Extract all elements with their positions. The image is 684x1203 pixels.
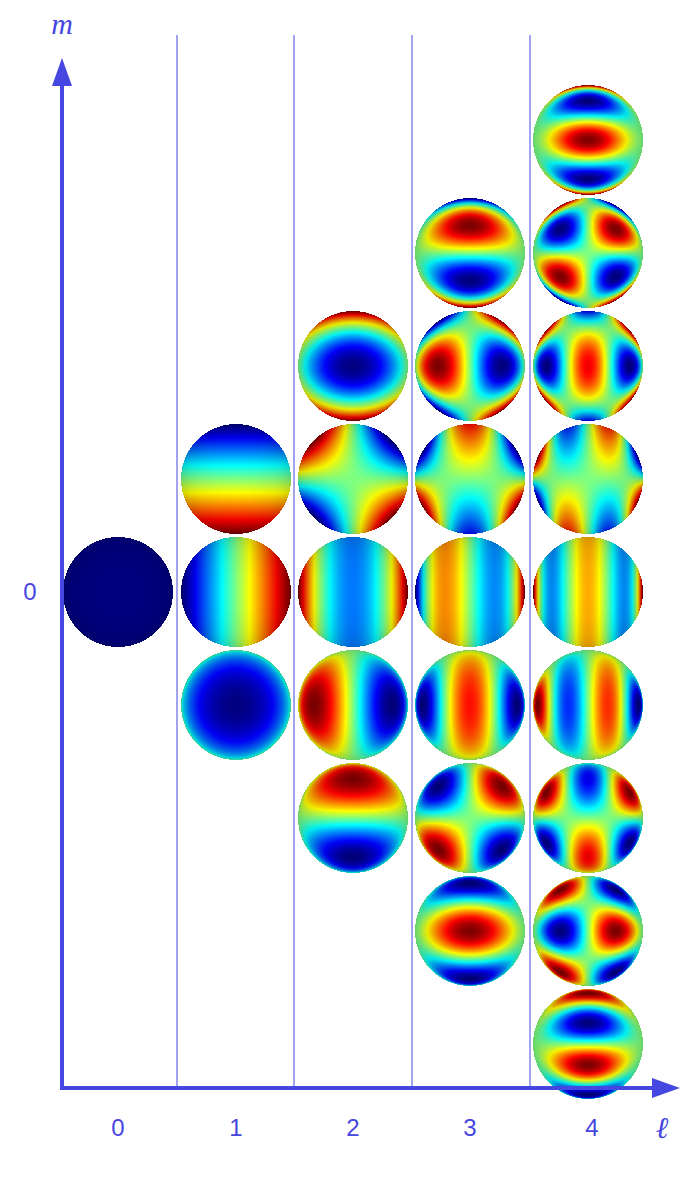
m-axis (60, 80, 64, 1088)
harmonic-sphere (297, 536, 409, 648)
harmonic-sphere (532, 197, 644, 309)
tick-label: 2 (346, 1116, 359, 1140)
harmonic-sphere (414, 762, 526, 874)
axis-label: m (51, 9, 73, 39)
harmonic-sphere (180, 649, 292, 761)
tick-label: 0 (111, 1116, 124, 1140)
harmonic-sphere (414, 649, 526, 761)
tick-label: 3 (463, 1116, 476, 1140)
l-arrowhead (652, 1078, 680, 1098)
harmonic-sphere (414, 536, 526, 648)
harmonic-sphere (532, 762, 644, 874)
divider-line (294, 35, 295, 1088)
harmonic-sphere (180, 536, 292, 648)
axis-label: ℓ (656, 1113, 669, 1143)
tick-label: 0 (23, 580, 36, 604)
tick-label: 1 (229, 1116, 242, 1140)
harmonic-sphere (297, 762, 409, 874)
harmonic-sphere (532, 649, 644, 761)
axes (52, 58, 680, 1098)
m-arrowhead (52, 58, 72, 86)
harmonic-sphere (414, 310, 526, 422)
divider-line (530, 35, 531, 1088)
harmonic-sphere (297, 649, 409, 761)
harmonic-sphere (297, 310, 409, 422)
harmonic-sphere (532, 988, 644, 1100)
l-axis (60, 1086, 658, 1090)
harmonic-sphere (414, 197, 526, 309)
tick-label: 4 (585, 1116, 598, 1140)
harmonic-sphere (297, 423, 409, 535)
harmonic-sphere (180, 423, 292, 535)
harmonic-sphere (532, 84, 644, 196)
harmonic-sphere (532, 310, 644, 422)
harmonic-sphere (62, 536, 174, 648)
sphere-grid (62, 84, 644, 1100)
harmonic-sphere (532, 536, 644, 648)
divider-line (412, 35, 413, 1088)
harmonic-sphere (414, 423, 526, 535)
harmonic-sphere (532, 423, 644, 535)
harmonic-sphere (532, 875, 644, 987)
harmonic-sphere (414, 875, 526, 987)
divider-line (177, 35, 178, 1088)
column-dividers (177, 35, 530, 1088)
